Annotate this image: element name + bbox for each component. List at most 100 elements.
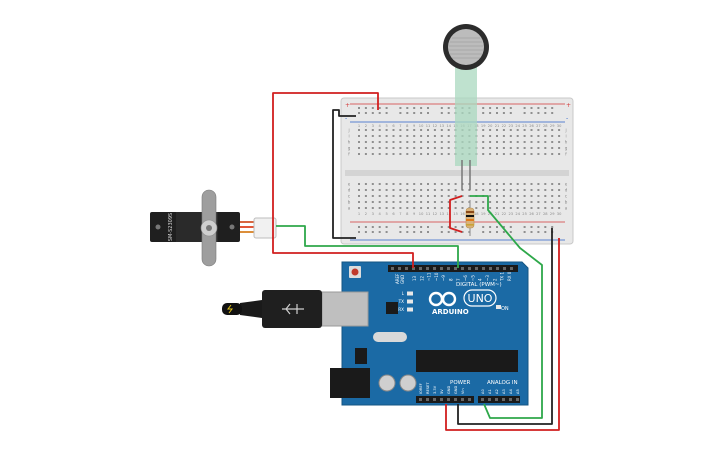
row-letter: g bbox=[565, 146, 568, 151]
digital-pin-label: 13 bbox=[412, 275, 417, 281]
column-number-bottom: 23 bbox=[509, 212, 514, 216]
analog-pin-label: A3 bbox=[502, 389, 506, 394]
digital-pin-label: ~9 bbox=[441, 275, 446, 281]
analog-pin-label: A5 bbox=[516, 389, 520, 394]
power-pin-label: RESET bbox=[426, 382, 430, 394]
arduino-brand-label: ARDUINO bbox=[432, 308, 469, 316]
column-number-top: 4 bbox=[379, 124, 382, 128]
status-led bbox=[407, 307, 413, 312]
arduino-uno: ARDUINO UNO DIGITAL (PWM~) ON POWER ANAL… bbox=[321, 261, 529, 406]
digital-pin-label: ~3 bbox=[485, 275, 490, 281]
column-number-top: 26 bbox=[529, 124, 534, 128]
column-number-bottom: 19 bbox=[481, 212, 486, 216]
column-number-bottom: 8 bbox=[406, 212, 409, 216]
row-letter: e bbox=[348, 182, 351, 187]
wire-5v-rail bbox=[272, 92, 414, 268]
power-pin-label: GND bbox=[447, 386, 451, 394]
analog-pin-label: A4 bbox=[509, 389, 513, 394]
row-letter: f bbox=[565, 152, 567, 157]
row-letter: a bbox=[348, 206, 351, 211]
power-pin-label: 3.3V bbox=[433, 385, 437, 394]
column-number-top: 21 bbox=[495, 124, 500, 128]
analog-pin-label: A2 bbox=[495, 389, 499, 394]
column-number-bottom: 24 bbox=[515, 212, 520, 216]
row-letter: h bbox=[348, 140, 351, 145]
column-number-bottom: 27 bbox=[536, 212, 541, 216]
column-number-bottom: 11 bbox=[426, 212, 431, 216]
servo-connector bbox=[253, 217, 277, 239]
column-number-bottom: 2 bbox=[365, 212, 367, 216]
digital-header bbox=[388, 265, 518, 272]
row-letter: d bbox=[348, 188, 351, 193]
column-number-top: 19 bbox=[481, 124, 486, 128]
power-section-label: POWER bbox=[450, 380, 471, 386]
column-number-bottom: 18 bbox=[474, 212, 479, 216]
column-number-top: 9 bbox=[413, 124, 416, 128]
column-number-bottom: 1 bbox=[358, 212, 360, 216]
led-label: L bbox=[402, 291, 405, 296]
digital-pin-label: ~6 bbox=[463, 275, 468, 281]
row-letter: d bbox=[565, 188, 568, 193]
wire-servo-signal bbox=[276, 225, 459, 268]
microcontroller-chip bbox=[416, 350, 518, 372]
row-letter: b bbox=[348, 200, 351, 205]
column-number-top: 6 bbox=[392, 124, 395, 128]
column-number-top: 13 bbox=[440, 124, 445, 128]
column-number-bottom: 3 bbox=[372, 212, 374, 216]
power-pin-label: IOREF bbox=[419, 383, 423, 394]
column-number-top: 7 bbox=[399, 124, 401, 128]
column-number-bottom: 21 bbox=[495, 212, 500, 216]
column-number-bottom: 9 bbox=[413, 212, 416, 216]
digital-pin-label: ~11 bbox=[427, 272, 432, 281]
status-led bbox=[407, 291, 413, 296]
column-number-bottom: 5 bbox=[385, 212, 387, 216]
column-number-top: 12 bbox=[433, 124, 438, 128]
aref-label: AREF bbox=[395, 273, 400, 284]
wire-sensor-power bbox=[449, 195, 463, 233]
row-letter: f bbox=[348, 152, 350, 157]
digital-pin-label: ~10 bbox=[434, 272, 439, 281]
column-number-top: 2 bbox=[365, 124, 367, 128]
servo-motor: SM-S2309S bbox=[150, 189, 277, 267]
column-number-top: 11 bbox=[426, 124, 431, 128]
digital-pin-label: 4 bbox=[478, 278, 483, 281]
column-number-top: 1 bbox=[358, 124, 360, 128]
column-number-bottom: 10 bbox=[419, 212, 424, 216]
digital-pwm-label: DIGITAL (PWM~) bbox=[456, 282, 502, 288]
column-number-top: 8 bbox=[406, 124, 409, 128]
column-number-top: 24 bbox=[515, 124, 520, 128]
wire-gnd bbox=[457, 228, 553, 425]
power-pin-label: 5V bbox=[440, 389, 444, 394]
digital-pin-label: ~5 bbox=[470, 275, 475, 281]
row-letter: i bbox=[565, 134, 566, 139]
analog-pin-label: A1 bbox=[488, 389, 492, 394]
digital-pin-label: TX 1 bbox=[500, 272, 505, 282]
column-number-bottom: 4 bbox=[379, 212, 382, 216]
column-number-bottom: 25 bbox=[522, 212, 527, 216]
digital-pin-label: 12 bbox=[419, 275, 424, 281]
column-number-top: 28 bbox=[543, 124, 548, 128]
column-number-top: 25 bbox=[522, 124, 527, 128]
row-letter: c bbox=[348, 194, 350, 199]
power-jack bbox=[330, 368, 370, 398]
arduino-logo bbox=[428, 291, 457, 307]
column-number-top: 10 bbox=[419, 124, 424, 128]
usb-symbol-icon bbox=[282, 303, 304, 315]
breadboard-holes bbox=[358, 107, 561, 233]
row-letter: e bbox=[565, 182, 568, 187]
wire-5v bbox=[445, 238, 560, 431]
row-letter: i bbox=[348, 134, 349, 139]
column-number-bottom: 15 bbox=[453, 212, 458, 216]
analog-section-label: ANALOG IN bbox=[487, 380, 518, 386]
rail-plus-label-right: + bbox=[566, 102, 571, 109]
column-number-top: 5 bbox=[385, 124, 387, 128]
row-letter: h bbox=[565, 140, 568, 145]
power-pin-label: Vin bbox=[461, 388, 465, 394]
row-letter: a bbox=[565, 206, 568, 211]
on-led-label: ON bbox=[501, 306, 509, 312]
digital-pin-label: RX 0 bbox=[507, 271, 512, 281]
row-letter: j bbox=[564, 128, 566, 133]
column-number-bottom: 14 bbox=[446, 212, 451, 216]
